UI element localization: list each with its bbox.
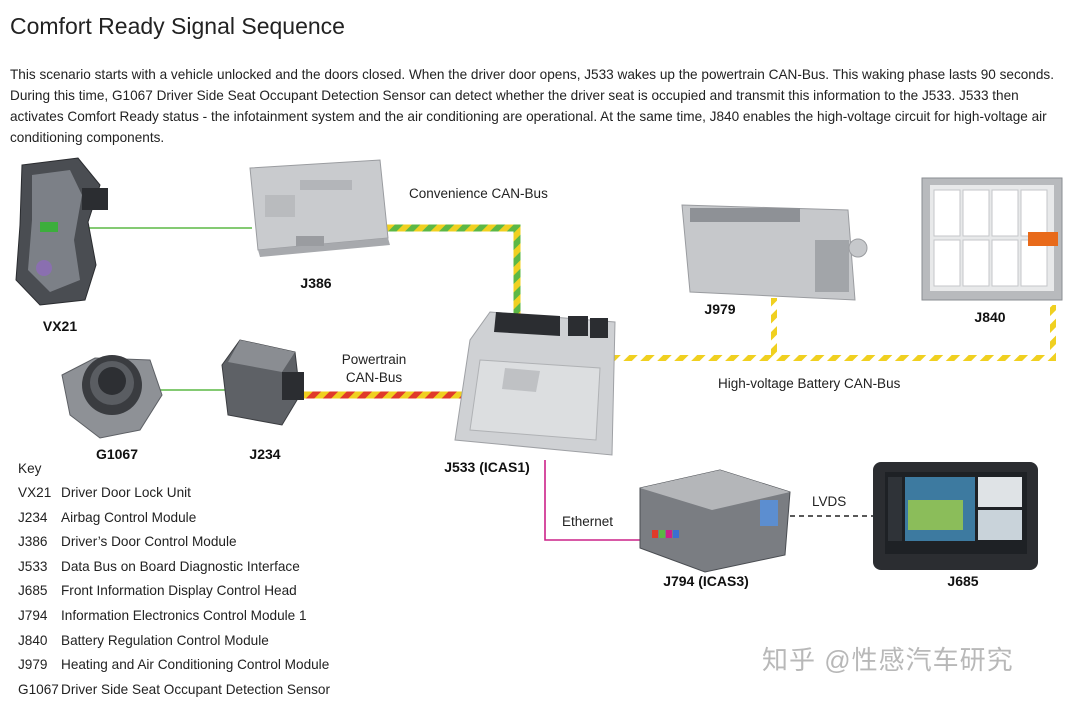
label-j533: J533 (ICAS1) [444, 459, 530, 475]
label-lvds: LVDS [812, 494, 846, 509]
key-code: J685 [18, 583, 48, 599]
key-code: VX21 [18, 485, 52, 500]
label-powertrain: Powertrain [342, 352, 407, 367]
label-powertrain-can-bus: CAN-Bus [346, 370, 403, 385]
key-code: J840 [18, 632, 48, 648]
key-description: Driver Door Lock Unit [61, 485, 191, 500]
key-description: Driver Side Seat Occupant Detection Sens… [61, 681, 330, 697]
ethernet-link [544, 460, 660, 541]
high-voltage-battery-can-bus [612, 298, 1056, 361]
watermark: 知乎 @性感汽车研究 [762, 645, 1014, 675]
key-description: Front Information Display Control Head [61, 583, 297, 599]
page-title: Comfort Ready Signal Sequence [10, 13, 345, 39]
key-description: Information Electronics Control Module 1 [61, 607, 307, 623]
key-code: J533 [18, 558, 48, 574]
key-code: J979 [18, 657, 48, 673]
j234-module-image [221, 339, 304, 426]
key-description: Airbag Control Module [61, 509, 197, 525]
j840-battery-image [921, 177, 1063, 301]
key-code: J794 [18, 607, 48, 623]
key-item: J234 Airbag Control Module [18, 506, 330, 531]
key-code: J234 [18, 509, 48, 525]
convenience-can-bus [385, 224, 521, 318]
label-j840: J840 [974, 309, 1005, 325]
label-j685: J685 [947, 573, 978, 589]
vx21-door-lock-image [15, 157, 108, 306]
key-item: J685 Front Information Display Control He… [18, 579, 330, 604]
j386-module-image [249, 159, 390, 257]
key-item: J386 Driver’s Door Control Module [18, 530, 330, 555]
label-j979: J979 [704, 301, 735, 317]
key-item: J979 Heating and Air Conditioning Control… [18, 653, 330, 678]
key-item: J533 Data Bus on Board Diagnostic Interfa… [18, 555, 330, 580]
key-item: VX21 Driver Door Lock Unit [18, 481, 330, 506]
j685-display-image [873, 462, 1038, 570]
key-description: Data Bus on Board Diagnostic Interface [61, 558, 300, 574]
key-title: Key [18, 461, 42, 476]
j979-module-image [681, 204, 868, 301]
label-ethernet: Ethernet [562, 514, 613, 529]
label-high-voltage-can-bus: High-voltage Battery CAN-Bus [718, 376, 901, 391]
label-vx21: VX21 [43, 318, 77, 334]
key-code: G1067 [18, 681, 59, 697]
label-j386: J386 [300, 275, 331, 291]
j533-gateway-image [454, 311, 616, 456]
g1067-sensor-image [61, 355, 163, 439]
key-legend: Key VX21 Driver Door Lock Unit J234 Airbag… [18, 457, 330, 702]
key-code: J386 [18, 534, 48, 550]
label-j794: J794 (ICAS3) [663, 573, 749, 589]
key-item: J794 Information Electronics Control Modu… [18, 604, 330, 629]
label-convenience-can-bus: Convenience CAN-Bus [409, 186, 548, 201]
j794-module-image [639, 469, 791, 573]
label-g1067: G1067 [96, 446, 138, 462]
label-j234: J234 [249, 446, 280, 462]
scenario-description: This scenario starts with a vehicle unlo… [10, 67, 1054, 145]
key-description: Heating and Air Conditioning Control Mod… [61, 657, 330, 673]
key-description: Battery Regulation Control Module [61, 632, 269, 648]
key-description: Driver’s Door Control Module [61, 534, 237, 550]
key-item: J840 Battery Regulation Control Module [18, 629, 330, 654]
